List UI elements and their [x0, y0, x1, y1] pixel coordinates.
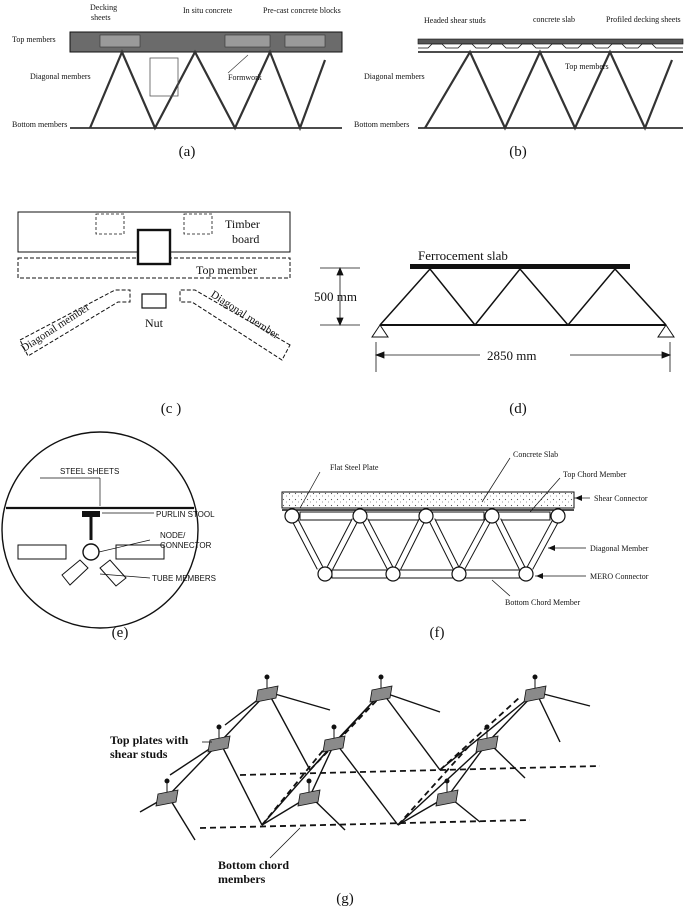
panel-d-label-height: 500 mm — [314, 289, 357, 304]
panel-c-label-nut: Nut — [145, 316, 164, 330]
panel-c-label-timber-2: board — [232, 232, 259, 246]
panel-d-slab — [410, 264, 630, 269]
panel-g-label-top-plates-2: shear studs — [110, 747, 168, 761]
panel-g-members — [139, 691, 591, 841]
panel-d-label-span: 2850 mm — [487, 348, 536, 363]
panel-c-diagonal-left — [19, 289, 131, 357]
panel-a-precast-block-2 — [224, 34, 271, 48]
panel-e-label-purlin-stool: PURLIN STOOL — [156, 510, 215, 519]
panel-f-concrete-slab — [281, 491, 575, 509]
panel-d-label-slab: Ferrocement slab — [418, 248, 508, 263]
panel-g-label-bottom-chord-2: members — [218, 872, 266, 886]
panel-e-label-node-2: CONNECTOR — [160, 541, 212, 550]
panel-e-label-tube-members: TUBE MEMBERS — [152, 574, 216, 583]
panel-b-label-top: Top members — [565, 62, 609, 71]
panel-f-diagonals-inner — [292, 518, 559, 570]
panel-d-span-dimension — [374, 342, 672, 372]
panel-a-diagonal-members — [88, 49, 327, 132]
panel-d-caption: (d) — [509, 401, 527, 417]
panel-f-label-mero: MERO Connector — [590, 572, 649, 581]
panel-f-label-concrete-slab: Concrete Slab — [513, 450, 558, 459]
panel-b-label-slab: concrete slab — [533, 15, 575, 24]
panel-a-label-formwork: Formwork — [228, 73, 262, 82]
panel-g-label-top-plates-1: Top plates with — [110, 733, 189, 747]
panel-f-label-bottom-chord: Bottom Chord Member — [505, 598, 580, 607]
panel-b-caption: (b) — [509, 144, 527, 160]
panel-f-label-diagonal: Diagonal Member — [590, 544, 649, 553]
panel-f-bottom-chords — [331, 569, 521, 579]
panel-e-caption: (e) — [112, 625, 129, 641]
panel-a-label-precast: Pre-cast concrete blocks — [263, 6, 341, 15]
panel-c-label-top-member: Top member — [196, 263, 257, 277]
panel-f-label-top-chord: Top Chord Member — [563, 470, 627, 479]
panel-a-label-decking-2: sheets — [91, 13, 111, 22]
panel-b-label-deck: Profiled decking sheets — [606, 15, 681, 24]
panel-e-purlin-stool — [82, 511, 100, 517]
panel-g: Top plates with shear studs Bottom chord… — [110, 674, 601, 907]
panel-b-label-diagonal: Diagonal members — [364, 72, 425, 81]
panel-f-mero-connectors — [284, 508, 566, 582]
panel-g-label-bottom-chord-1: Bottom chord — [218, 858, 289, 872]
panel-e-tube-members — [17, 544, 165, 587]
panel-d-support-right — [657, 324, 675, 338]
panel-b-label-bottom: Bottom members — [354, 120, 409, 129]
panel-a-label-in-situ: In situ concrete — [183, 6, 233, 15]
panel-f: Flat Steel Plate Concrete Slab Top Chord… — [281, 450, 649, 641]
panel-f-label-flat-plate: Flat Steel Plate — [330, 463, 379, 472]
panel-d-diagonals — [379, 267, 667, 327]
panel-c-label-timber-1: Timber — [225, 217, 260, 231]
panel-a-precast-block-1 — [99, 34, 141, 48]
panel-g-bottom-chords — [199, 696, 601, 829]
panel-f-leaders — [299, 457, 590, 597]
panel-a-label-decking-1: Decking — [90, 3, 117, 12]
panel-c: Timber board Top member Nut Diagonal mem… — [17, 211, 291, 417]
panel-f-label-shear-connector: Shear Connector — [594, 494, 648, 503]
panel-c-diagonal-right — [179, 289, 291, 361]
panel-e-label-node-1: NODE/ — [160, 531, 186, 540]
panel-a-label-top-members: Top members — [12, 35, 56, 44]
panel-c-bolts — [95, 213, 213, 235]
panel-a-caption: (a) — [179, 144, 196, 160]
panel-g-shear-studs — [164, 674, 538, 792]
panel-a-precast-block-3 — [284, 34, 326, 48]
panel-e-detail-circle — [1, 431, 199, 629]
panel-a: Decking sheets In situ concrete Pre-cast… — [12, 3, 343, 160]
panel-g-caption: (g) — [336, 891, 354, 907]
panel-e: STEEL SHEETS PURLIN STOOL NODE/ CONNECTO… — [1, 431, 216, 641]
panel-d-height-dimension — [320, 266, 360, 327]
panel-b-label-studs: Headed shear studs — [424, 16, 486, 25]
panel-b-profiled-deck — [418, 43, 683, 49]
panel-g-top-plates — [155, 685, 547, 807]
panel-a-label-diagonal: Diagonal members — [30, 72, 91, 81]
panel-c-nut — [141, 293, 167, 309]
panel-e-label-steel-sheets: STEEL SHEETS — [60, 467, 119, 476]
panel-f-caption: (f) — [430, 625, 445, 641]
panel-b-diagonal-members — [424, 49, 674, 131]
panel-e-node — [82, 543, 100, 561]
panel-d-support-left — [371, 324, 389, 338]
panel-d: Ferrocement slab 500 mm 2850 mm (d) — [314, 248, 675, 417]
panel-b-concrete-slab — [417, 38, 684, 45]
panel-c-caption: (c ) — [161, 401, 181, 417]
panel-a-label-bottom: Bottom members — [12, 120, 67, 129]
panel-c-label-diagonal-right: Diagonal member — [208, 288, 281, 341]
panel-b: Headed shear studs concrete slab Profile… — [354, 15, 684, 160]
panel-e-leaders — [40, 477, 154, 579]
panel-c-label-diagonal-left: Diagonal member — [19, 301, 92, 354]
panel-c-connector-box — [136, 228, 172, 266]
panel-a-formwork-box — [149, 57, 179, 97]
